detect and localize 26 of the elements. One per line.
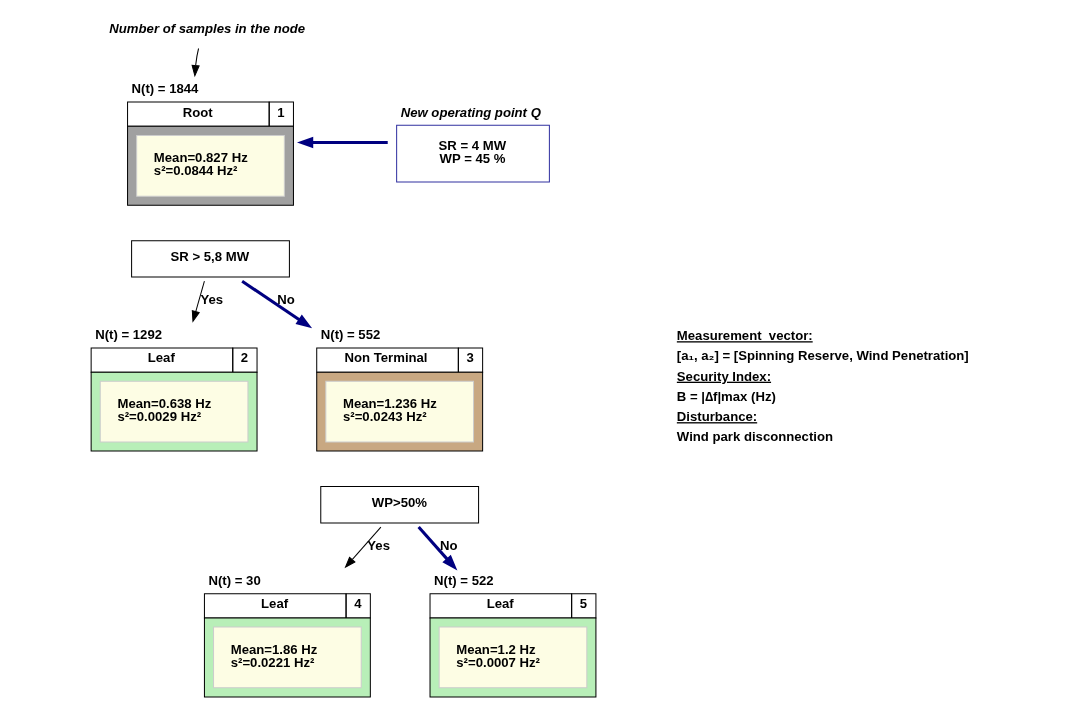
arrow [241, 279, 313, 329]
edge-label: Yes [200, 291, 224, 307]
node-label: New operating point Q [400, 104, 541, 120]
arrow [417, 526, 458, 571]
node-box: SR > 5,8 MW [131, 240, 290, 278]
node-text: Number of samples in the node [109, 20, 306, 36]
edge-label: No [277, 291, 295, 307]
node-label: N(t) = 552 [320, 327, 381, 343]
arrow [297, 136, 388, 149]
node-label: N(t) = 522 [434, 573, 494, 589]
arrow [191, 280, 205, 323]
label: Measurement vector: [676, 328, 813, 344]
label: Disturbance: [676, 409, 758, 425]
edge-label: No [440, 537, 458, 553]
arrow [344, 526, 382, 569]
label: [a₁, a₂] = [Spinning Reserve, Wind Penetration] [676, 348, 969, 364]
label: Wind park disconnection [676, 429, 833, 445]
node-box: SR = 4 MW WP = 45 % [396, 124, 550, 183]
label: B = |∆f|max (Hz) [676, 388, 776, 404]
node-box: WP>50% [320, 486, 480, 524]
node-label: N(t) = 1844 [131, 81, 199, 97]
node-label: N(t) = 30 [208, 573, 261, 589]
node-label: N(t) = 1292 [95, 327, 163, 343]
edge-label: Yes [367, 537, 390, 553]
arrow [191, 48, 200, 78]
label: Security Index: [676, 368, 772, 384]
